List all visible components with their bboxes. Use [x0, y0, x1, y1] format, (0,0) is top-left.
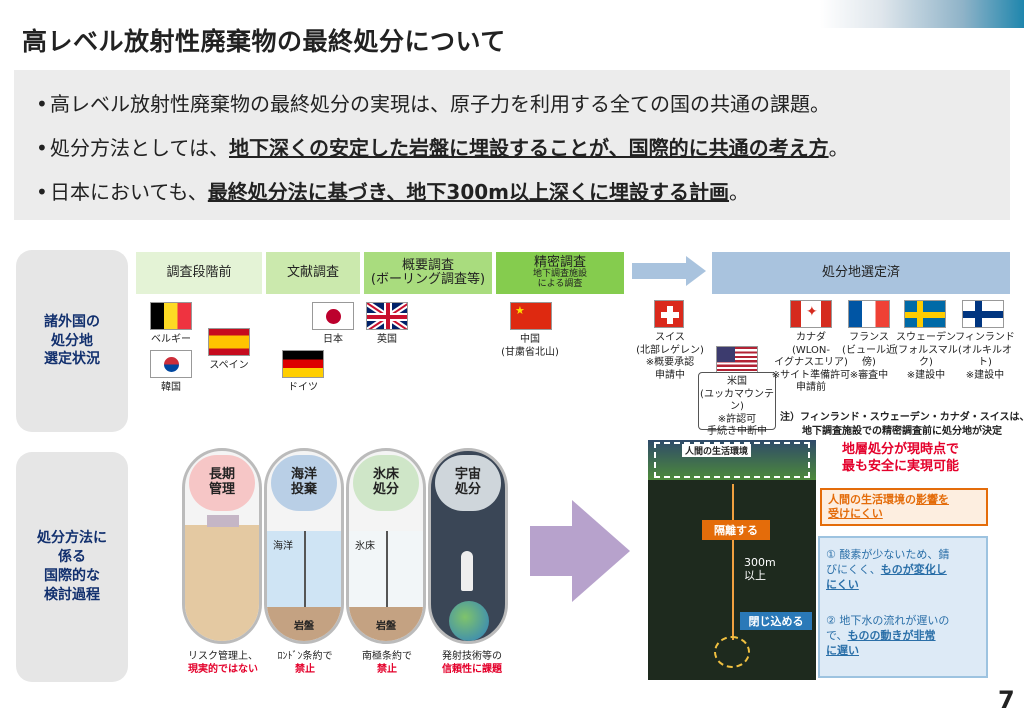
finland-flag-icon [962, 300, 1004, 328]
depth-label: 300m 以上 [744, 556, 776, 583]
bullet-3: •日本においても、最終処分法に基づき、地下300m以上深くに埋設する計画。 [36, 180, 750, 204]
stage-detailed: 精密調査地下調査施設 による調査 [496, 252, 624, 294]
label-usa: 米国 (ユッカマウンテン) ※許認可 手続き中断中 [700, 376, 774, 437]
usa-flag-icon [716, 346, 758, 374]
swiss-flag-icon [654, 300, 684, 328]
france-flag-icon [848, 300, 890, 328]
point-groundwater: ② 地下水の流れが遅いの で、ものの動きが非常 に遅い [826, 614, 950, 657]
isolate-label: 隔離する [702, 520, 770, 540]
page-number: 7 [998, 686, 1015, 714]
bullet-2: •処分方法としては、地下深くの安定した岩盤に埋設することが、国際的に共通の考え方… [36, 136, 849, 160]
label-korea: 韓国 [161, 382, 181, 393]
option-note-1: リスク管理上、現実的ではない [188, 651, 258, 675]
geological-disposal-diagram: 人間の生活環境 隔離する 300m 以上 閉じ込める [648, 440, 816, 680]
china-flag-icon: ★ [510, 302, 552, 330]
sweden-flag-icon [904, 300, 946, 328]
big-arrow-body [530, 526, 572, 576]
label-germany: ドイツ [288, 382, 318, 393]
storage-building-icon [207, 515, 239, 527]
row-label-methods: 処分方法に 係る 国際的な 検討過程 [16, 452, 128, 682]
env-label: 人間の生活環境 [682, 444, 752, 457]
stage-overview: 概要調査 (ボーリング調査等) [364, 252, 492, 294]
big-arrow-head [572, 500, 630, 602]
usa-callout [698, 372, 776, 430]
option-note-3: 南極条約で禁止 [362, 651, 412, 675]
spain-flag-icon [208, 328, 250, 356]
conclusion-text: 地層処分が現時点で 最も安全に実現可能 [842, 442, 960, 474]
germany-flag-icon [282, 350, 324, 378]
korea-flag-icon [150, 350, 192, 378]
label-china: 中国 (甘粛省北山) [501, 334, 559, 358]
stage-selected: 処分地選定済 [712, 252, 1010, 294]
bullet-1: •高レベル放射性廃棄物の最終処分の実現は、原子力を利用する全ての国の共通の課題。 [36, 92, 830, 116]
stage-arrow-head [686, 256, 706, 286]
option-space: 宇宙 処分 [428, 448, 508, 644]
label-belgium: ベルギー [151, 334, 191, 345]
page-title: 高レベル放射性廃棄物の最終処分について [22, 27, 506, 56]
point-oxygen: ① 酸素が少ないため、錆 びにくく、ものが変化し にくい [826, 548, 950, 591]
row-label-countries: 諸外国の 処分地 選定状況 [16, 250, 128, 432]
option-long-term: 長期 管理 [182, 448, 262, 644]
header-decoration [820, 0, 1024, 28]
repository-icon [714, 636, 750, 668]
stage-literature: 文献調査 [266, 252, 360, 294]
option-note-4: 発射技術等の信頼性に課題 [442, 651, 502, 675]
points-box: ① 酸素が少ないため、錆 びにくく、ものが変化し にくい ② 地下水の流れが遅い… [818, 536, 988, 678]
summary-box: •高レベル放射性廃棄物の最終処分の実現は、原子力を利用する全ての国の共通の課題。… [14, 70, 1010, 220]
label-uk: 英国 [377, 334, 397, 345]
stage-pre-survey: 調査段階前 [136, 252, 262, 294]
point-impact: 人間の生活環境の影響を 受けにくい [820, 488, 988, 526]
label-france: フランス (ビュール近傍) ※審査中 [842, 332, 896, 381]
japan-flag-icon [312, 302, 354, 330]
stage-arrow-body [632, 263, 686, 279]
contain-label: 閉じ込める [740, 612, 812, 630]
option-note-2: ﾛﾝﾄﾞﾝ条約で禁止 [277, 651, 333, 675]
uk-flag-icon [366, 302, 408, 330]
canada-flag-icon: ✦ [790, 300, 832, 328]
label-swiss: スイス (北部レゲレン) ※概要承認 申請中 [636, 332, 704, 381]
option-ice-sheet: 氷床 処分 氷床 岩盤 [346, 448, 426, 644]
footnote: 注）フィンランド・スウェーデン・カナダ・スイスは、 [780, 412, 1024, 423]
label-japan: 日本 [323, 334, 343, 345]
label-finland: フィンランド (オルキルオト) ※建設中 [955, 332, 1015, 381]
rocket-icon [461, 551, 473, 591]
footnote-line2: 地下調査施設での精密調査前に処分地が決定 [802, 426, 1002, 437]
label-canada: カナダ (WLON- イグナスエリア) ※サイト準備許可 申請前 [771, 332, 851, 393]
label-sweden: スウェーデン (フォルスマルク) ※建設中 [894, 332, 958, 381]
belgium-flag-icon [150, 302, 192, 330]
option-ocean: 海洋 投棄 海洋 岩盤 [264, 448, 344, 644]
earth-icon [449, 601, 489, 641]
label-spain: スペイン [209, 360, 249, 371]
